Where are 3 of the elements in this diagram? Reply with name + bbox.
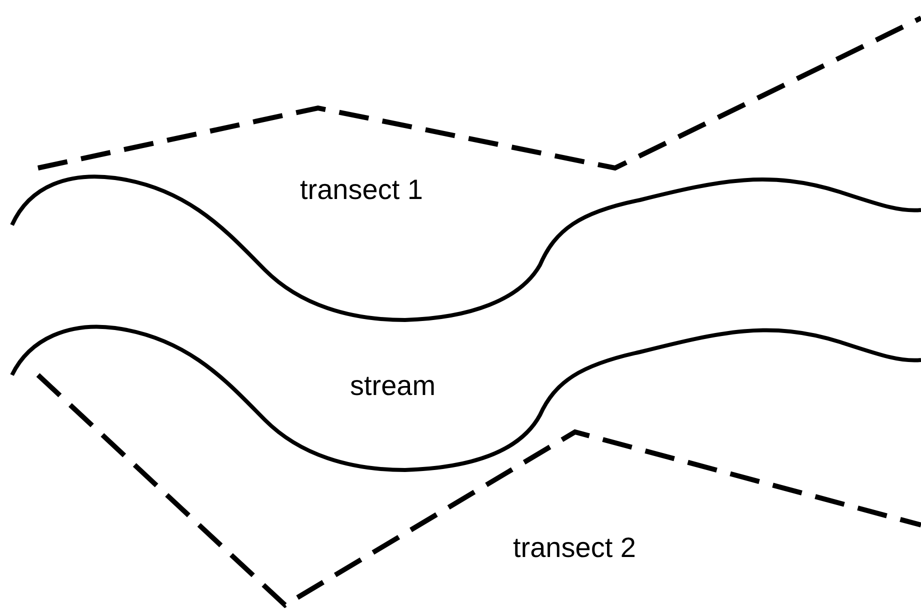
stream-label: stream	[350, 370, 436, 402]
transect-label: transect 2	[513, 532, 636, 564]
transect-label: transect 1	[300, 174, 423, 206]
